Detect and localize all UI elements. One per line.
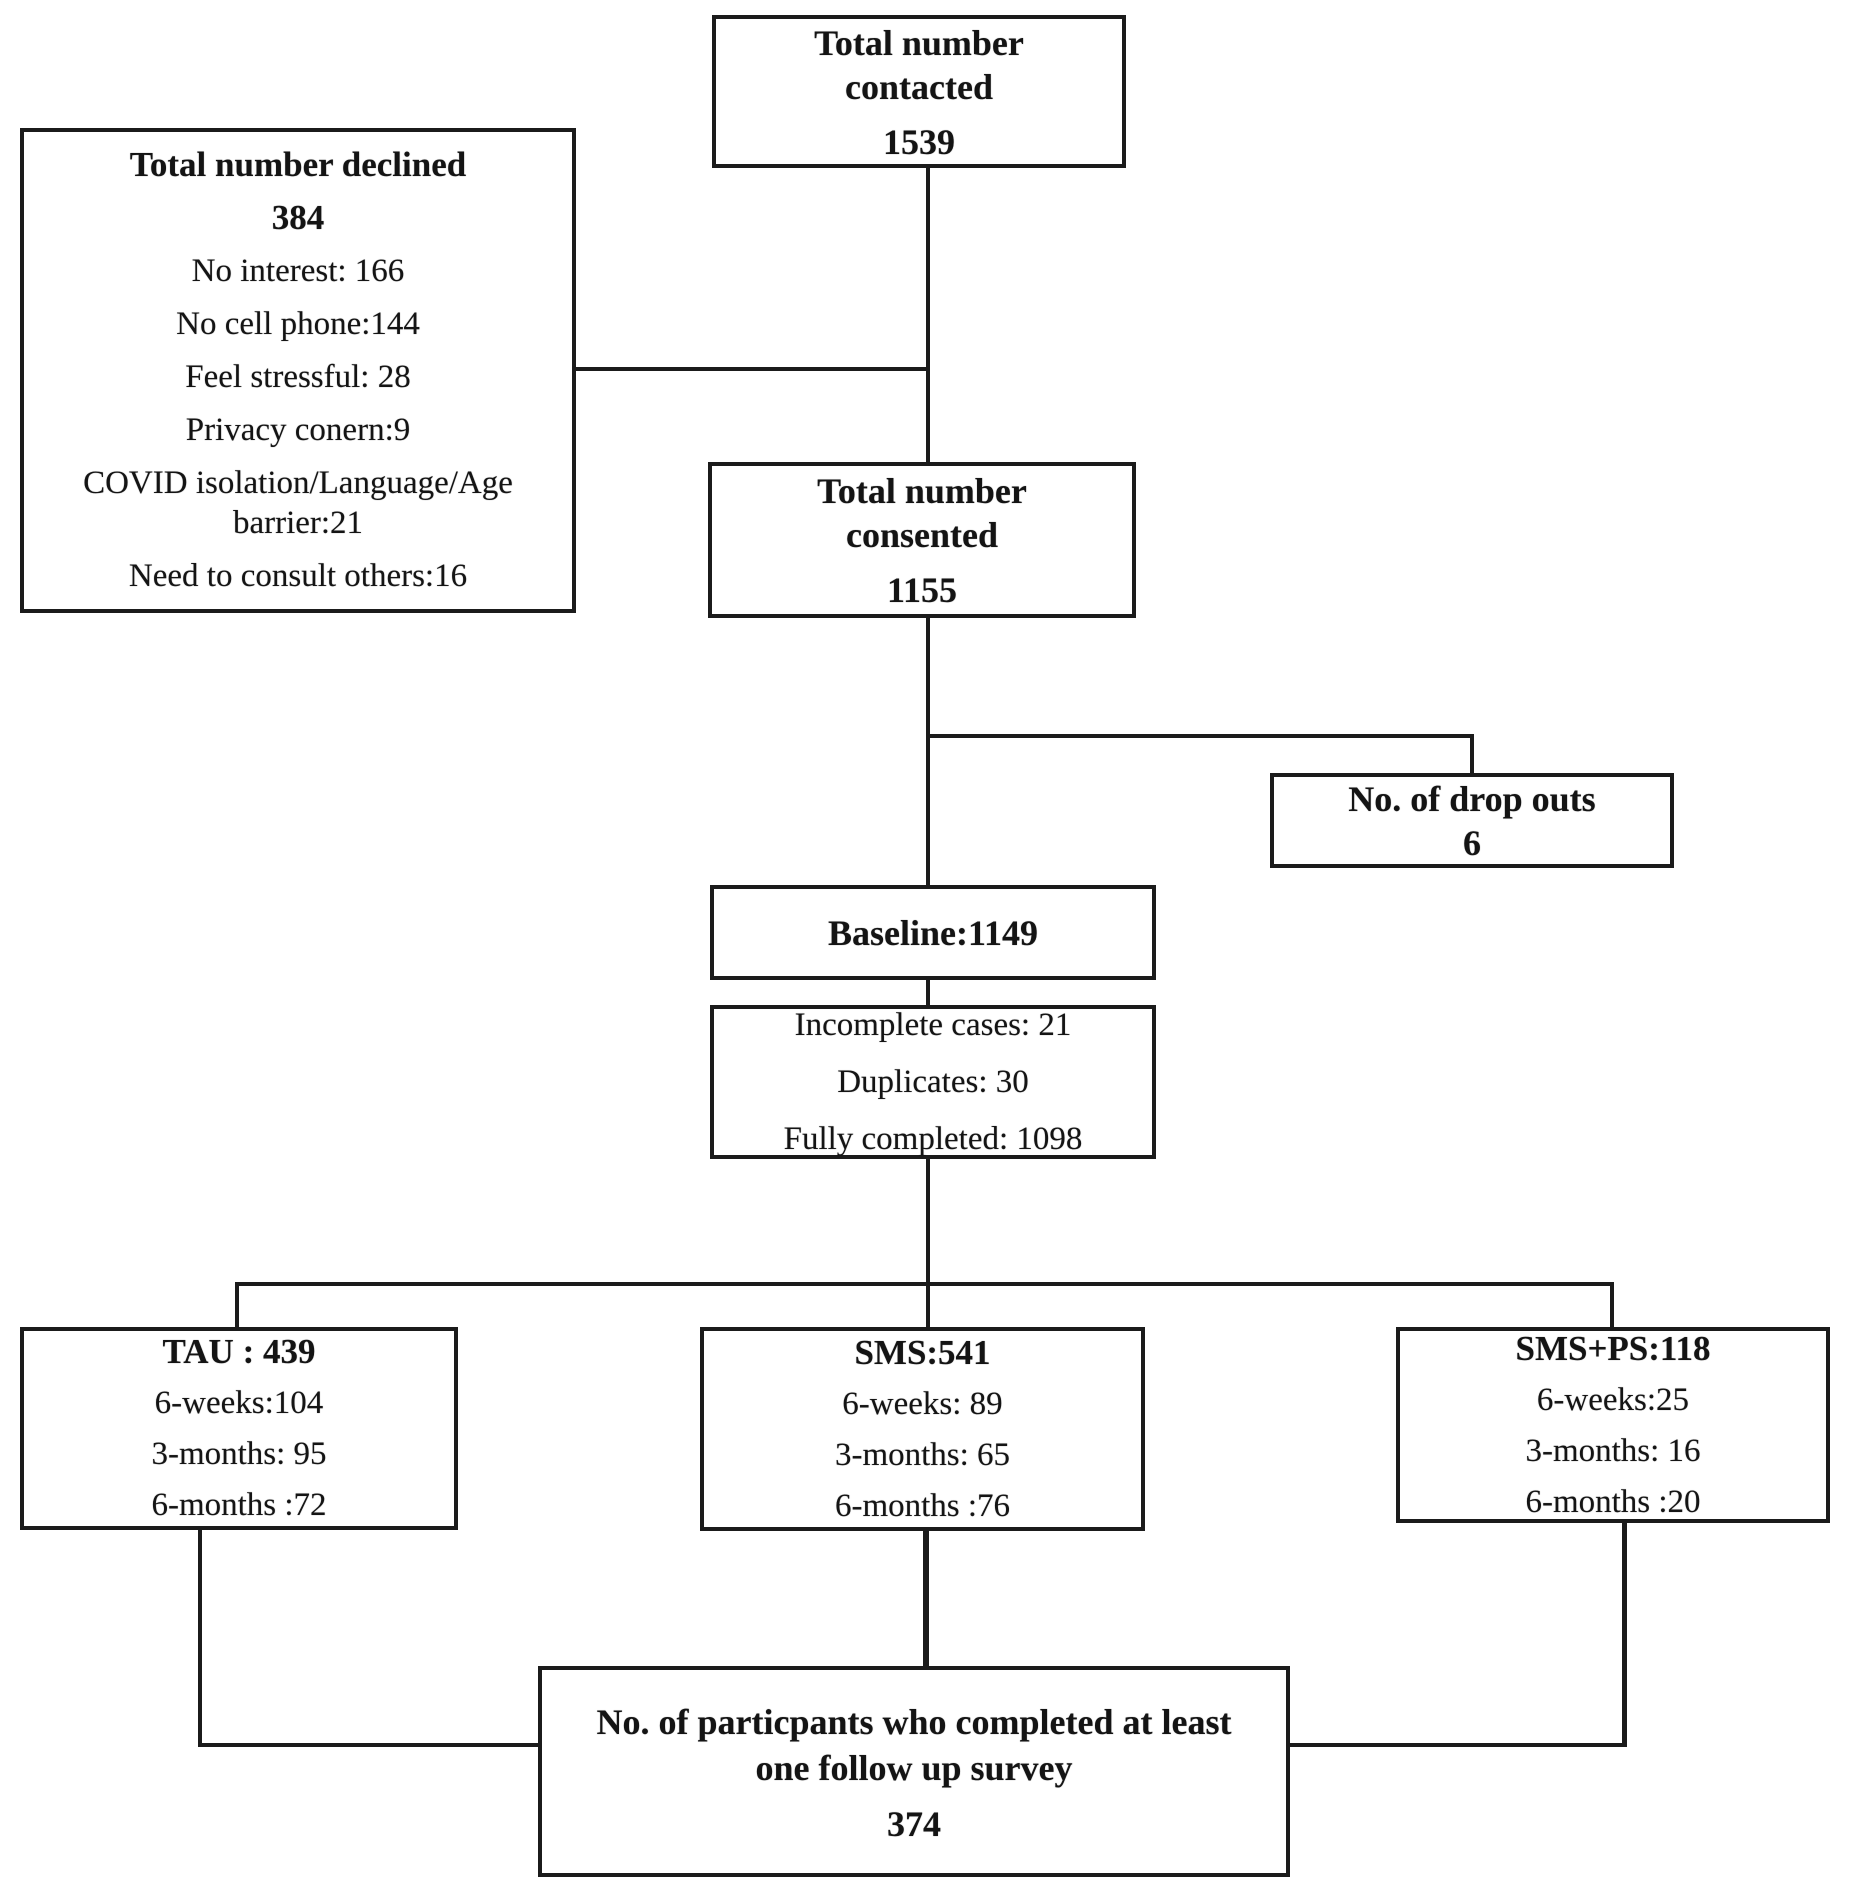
- arm-sms-followup: 6-weeks: 89: [842, 1385, 1003, 1422]
- total-declined-value: 384: [271, 198, 325, 237]
- box-drop-outs: No. of drop outs 6: [1270, 773, 1674, 868]
- total-contacted-title-line2: contacted: [845, 66, 993, 107]
- box-arm-tau: TAU : 439 6-weeks:104 3-months: 95 6-mon…: [20, 1327, 458, 1530]
- box-total-declined: Total number declined 384 No interest: 1…: [20, 128, 576, 613]
- connector-dropouts-horizontal: [926, 734, 1474, 738]
- arm-smsps-followup: 3-months: 16: [1525, 1432, 1701, 1469]
- arm-smsps-followup: 6-months :20: [1525, 1483, 1701, 1520]
- box-arm-smsps: SMS+PS:118 6-weeks:25 3-months: 16 6-mon…: [1396, 1327, 1830, 1523]
- total-contacted-title-line1: Total number: [814, 22, 1024, 63]
- completion-line: Incomplete cases: 21: [794, 1007, 1072, 1043]
- total-contacted-value: 1539: [883, 121, 955, 162]
- connector-sms-to-followup: [923, 1529, 929, 1668]
- declined-reason: No cell phone:144: [176, 306, 420, 342]
- arm-tau-followup: 6-months :72: [151, 1487, 327, 1523]
- connector-contacted-to-consented: [926, 168, 930, 464]
- connector-branch-horizontal: [235, 1282, 1614, 1286]
- box-total-consented: Total number consented 1155: [708, 462, 1136, 618]
- declined-reason: Privacy conern:9: [185, 412, 411, 448]
- declined-reason: Need to consult others:16: [128, 558, 468, 594]
- box-arm-sms: SMS:541 6-weeks: 89 3-months: 65 6-month…: [700, 1327, 1145, 1531]
- connector-branch-drop-sms: [926, 1282, 930, 1329]
- followup-value: 374: [887, 1803, 941, 1844]
- arm-tau-title: TAU : 439: [162, 1332, 316, 1371]
- declined-reason: COVID isolation/Language/Age barrier:21: [83, 465, 513, 541]
- connector-declined-horizontal: [576, 367, 928, 371]
- box-followup-completers: No. of particpants who completed at leas…: [538, 1666, 1290, 1877]
- arm-tau-followup: 3-months: 95: [151, 1436, 327, 1472]
- connector-branch-drop-tau: [235, 1282, 239, 1329]
- box-baseline: Baseline:1149: [710, 885, 1156, 980]
- box-total-contacted: Total number contacted 1539: [712, 15, 1126, 168]
- arm-sms-followup: 6-months :76: [834, 1487, 1011, 1524]
- declined-reason: No interest: 166: [191, 253, 405, 289]
- box-completion-summary: Incomplete cases: 21 Duplicates: 30 Full…: [710, 1005, 1156, 1159]
- total-consented-title-line2: consented: [846, 515, 998, 555]
- connector-completion-to-branch: [926, 1159, 930, 1286]
- connector-tau-to-followup: [198, 1743, 540, 1747]
- connector-smsps-down: [1622, 1521, 1627, 1747]
- drop-outs-value: 6: [1463, 822, 1481, 863]
- connector-smsps-to-followup: [1288, 1743, 1627, 1747]
- arm-sms-title: SMS:541: [854, 1332, 991, 1372]
- connector-consented-to-baseline: [926, 618, 930, 885]
- connector-tau-down: [198, 1528, 202, 1747]
- completion-line: Fully completed: 1098: [783, 1121, 1083, 1157]
- arm-tau-followup: 6-weeks:104: [154, 1385, 324, 1421]
- arm-smsps-followup: 6-weeks:25: [1536, 1381, 1690, 1418]
- followup-title-line1: No. of particpants who completed at leas…: [596, 1701, 1232, 1742]
- total-consented-value: 1155: [886, 570, 957, 610]
- total-declined-title: Total number declined: [129, 145, 467, 184]
- declined-reason: Feel stressful: 28: [185, 359, 411, 395]
- arm-smsps-title: SMS+PS:118: [1515, 1328, 1711, 1368]
- connector-dropouts-vertical: [1470, 734, 1474, 775]
- connector-branch-drop-smsps: [1610, 1282, 1614, 1329]
- arm-sms-followup: 3-months: 65: [834, 1436, 1011, 1473]
- followup-title-line2: one follow up survey: [755, 1747, 1073, 1788]
- connector-baseline-to-completion: [926, 978, 930, 1007]
- drop-outs-title: No. of drop outs: [1348, 778, 1596, 819]
- baseline-title: Baseline:1149: [827, 912, 1038, 953]
- completion-line: Duplicates: 30: [837, 1064, 1029, 1100]
- total-consented-title-line1: Total number: [817, 471, 1027, 511]
